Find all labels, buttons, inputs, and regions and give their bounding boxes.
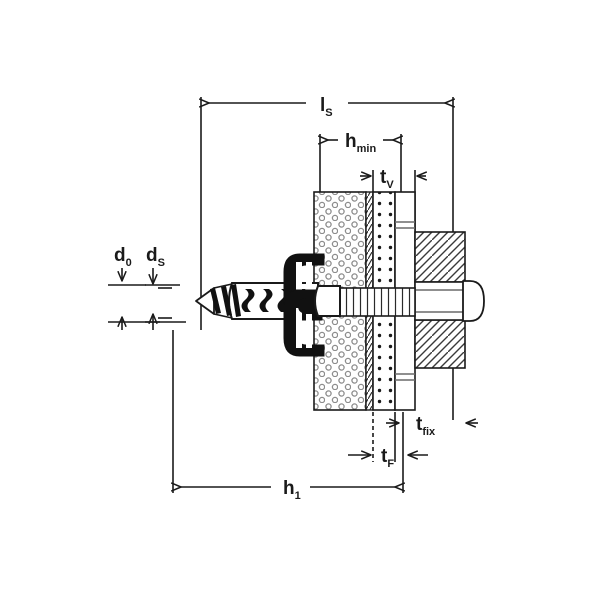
dim-label-ds: dS [146, 245, 165, 269]
dim-label-tv: tV [380, 167, 394, 191]
anchor-collar [314, 285, 341, 317]
dim-label-tF: tF [381, 446, 394, 470]
dimension-tv: tV [360, 167, 426, 191]
dim-label-h1: h1 [283, 478, 301, 502]
round-screw-head [462, 280, 485, 322]
dimension-ls: lS [209, 95, 445, 119]
dimension-hmin: hmin [328, 131, 393, 155]
dimension-h1: h1 [181, 478, 395, 502]
dim-label-d0: d0 [114, 245, 132, 269]
dim-label-tfix: tfix [416, 414, 436, 438]
dim-label-hmin: hmin [345, 131, 376, 155]
wood-screw-tip [195, 283, 241, 319]
fixture-attachment-part [414, 231, 466, 369]
dim-label-ls: lS [320, 95, 333, 119]
screw-shaft-threaded [337, 287, 416, 317]
dimension-ds: dS [145, 245, 186, 330]
dimension-tF: tF [348, 446, 428, 470]
dimension-tfix: tfix [386, 414, 478, 438]
